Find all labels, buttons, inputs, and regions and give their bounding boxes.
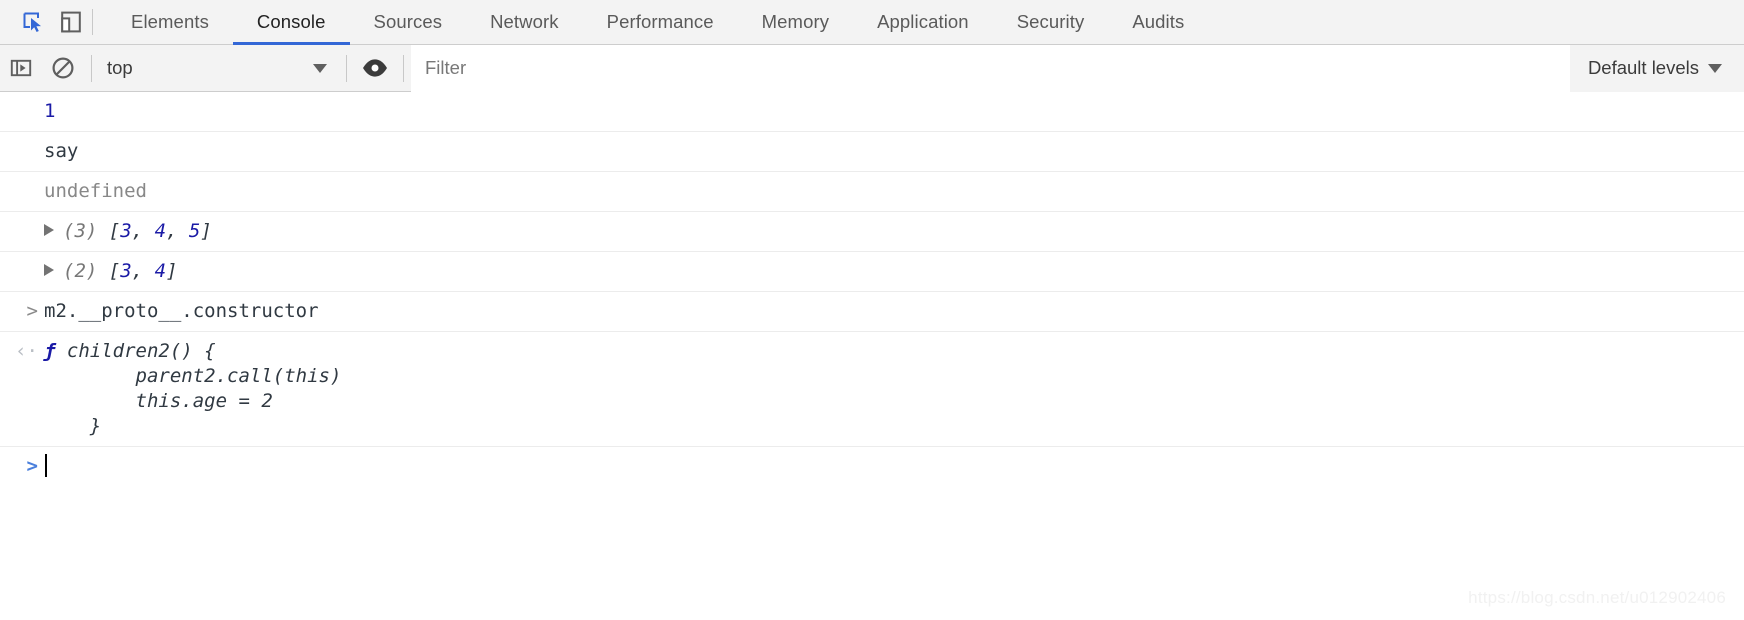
disclosure-triangle-icon[interactable] bbox=[44, 264, 54, 276]
tab-label: Security bbox=[1016, 11, 1085, 32]
token: ] bbox=[166, 260, 178, 282]
token: [ bbox=[108, 220, 121, 242]
console-prompt-gutter: > bbox=[0, 454, 44, 479]
token: 3 bbox=[120, 260, 132, 282]
log-levels-label: Default levels bbox=[1587, 57, 1699, 78]
console-message-gutter: > bbox=[0, 299, 44, 324]
console-message-body: (3) [3, 4, 5] bbox=[44, 219, 1744, 244]
tab-application[interactable]: Application bbox=[853, 0, 993, 44]
clear-console-icon[interactable] bbox=[42, 47, 84, 89]
console-message-output: 1 bbox=[0, 92, 1744, 132]
console-message-result: ‹· ƒ children2() { parent2.call(this) thi… bbox=[0, 332, 1744, 447]
execution-context-value: top bbox=[107, 57, 133, 78]
token: 3 bbox=[120, 220, 132, 242]
token: children2() { parent2.call(this) this.ag… bbox=[66, 340, 342, 437]
tab-label: Network bbox=[490, 11, 559, 32]
tab-console[interactable]: Console bbox=[232, 0, 350, 45]
tab-elements[interactable]: Elements bbox=[107, 0, 233, 44]
tab-label: Console bbox=[256, 11, 326, 32]
tab-security[interactable]: Security bbox=[993, 0, 1109, 44]
console-message-body: 1 bbox=[44, 99, 1744, 124]
token: (3) bbox=[63, 220, 109, 242]
toolbar-divider-3 bbox=[403, 54, 404, 82]
tab-label: Elements bbox=[131, 11, 209, 32]
log-levels-select[interactable]: Default levels bbox=[1569, 44, 1744, 92]
console-filter-input[interactable] bbox=[411, 44, 1570, 92]
tab-bar-divider bbox=[92, 9, 93, 35]
device-toolbar-icon[interactable] bbox=[52, 2, 90, 42]
clear-console-icon-svg bbox=[52, 57, 74, 79]
console-toolbar: top Default levels bbox=[0, 44, 1744, 92]
tab-audits[interactable]: Audits bbox=[1108, 0, 1208, 44]
token: , bbox=[131, 260, 155, 282]
console-message-body: undefined bbox=[44, 179, 1744, 204]
tab-bar-icon-group bbox=[0, 0, 107, 44]
devtools-tab-bar: Elements Console Sources Network Performance… bbox=[0, 0, 1744, 45]
chevron-down-icon bbox=[313, 63, 327, 73]
token: (2) bbox=[63, 260, 109, 282]
chevron-down-icon bbox=[1708, 63, 1722, 73]
live-expression-eye-icon[interactable] bbox=[354, 47, 396, 89]
console-sidebar-icon-svg bbox=[10, 59, 32, 77]
console-message-input: > m2.__proto__.constructor bbox=[0, 292, 1744, 332]
toolbar-divider-1 bbox=[91, 54, 92, 82]
watermark: https://blog.csdn.net/u012902406 bbox=[1468, 588, 1726, 607]
console-empty-space bbox=[0, 486, 1744, 616]
console-message-body: m2.__proto__.constructor bbox=[44, 299, 1744, 324]
tab-performance[interactable]: Performance bbox=[583, 0, 738, 44]
prompt-arrow-icon: > bbox=[26, 455, 38, 477]
token: [ bbox=[108, 260, 121, 282]
console-sidebar-icon[interactable] bbox=[0, 47, 42, 89]
token: , bbox=[131, 220, 155, 242]
tab-label: Performance bbox=[606, 11, 714, 32]
inspect-element-icon-svg bbox=[23, 12, 41, 32]
token: 4 bbox=[154, 260, 167, 282]
console-message-output: (3) [3, 4, 5] bbox=[0, 212, 1744, 252]
console-message-gutter: ‹· bbox=[0, 339, 44, 364]
token: , bbox=[166, 220, 189, 242]
console-prompt-row[interactable]: > bbox=[0, 447, 1744, 486]
tab-label: Sources bbox=[373, 11, 443, 32]
console-prompt-input[interactable] bbox=[44, 454, 1744, 479]
disclosure-triangle-icon[interactable] bbox=[44, 224, 54, 236]
input-prompt-icon: > bbox=[26, 300, 38, 322]
tab-label: Application bbox=[877, 11, 969, 32]
console-message-output: (2) [3, 4] bbox=[0, 252, 1744, 292]
tab-memory[interactable]: Memory bbox=[738, 0, 853, 44]
toolbar-divider-2 bbox=[346, 54, 347, 82]
execution-context-select[interactable]: top bbox=[99, 49, 339, 87]
console-message-body: ƒ children2() { parent2.call(this) this.… bbox=[44, 339, 1744, 439]
console-message-body: say bbox=[44, 139, 1744, 164]
token: ] bbox=[200, 220, 212, 242]
tab-sources[interactable]: Sources bbox=[350, 0, 467, 44]
device-toolbar-icon-svg bbox=[61, 11, 81, 33]
tab-label: Audits bbox=[1132, 11, 1185, 32]
token: ƒ bbox=[44, 340, 67, 362]
token: say bbox=[44, 140, 79, 162]
console-message-output: say bbox=[0, 132, 1744, 172]
text-caret bbox=[45, 454, 47, 477]
result-arrow-icon: ‹· bbox=[15, 340, 38, 362]
console-message-body: (2) [3, 4] bbox=[44, 259, 1744, 284]
console-message-output: undefined bbox=[0, 172, 1744, 212]
token: undefined bbox=[44, 180, 147, 202]
token: 5 bbox=[188, 220, 201, 242]
tab-network[interactable]: Network bbox=[466, 0, 583, 44]
panel-tabs: Elements Console Sources Network Performance… bbox=[107, 0, 1208, 45]
inspect-element-icon[interactable] bbox=[14, 2, 52, 42]
token: 4 bbox=[154, 220, 167, 242]
tab-label: Memory bbox=[761, 11, 830, 32]
token: 1 bbox=[44, 100, 56, 122]
live-expression-eye-icon-svg bbox=[363, 59, 387, 77]
token: m2.__proto__.constructor bbox=[44, 300, 319, 322]
